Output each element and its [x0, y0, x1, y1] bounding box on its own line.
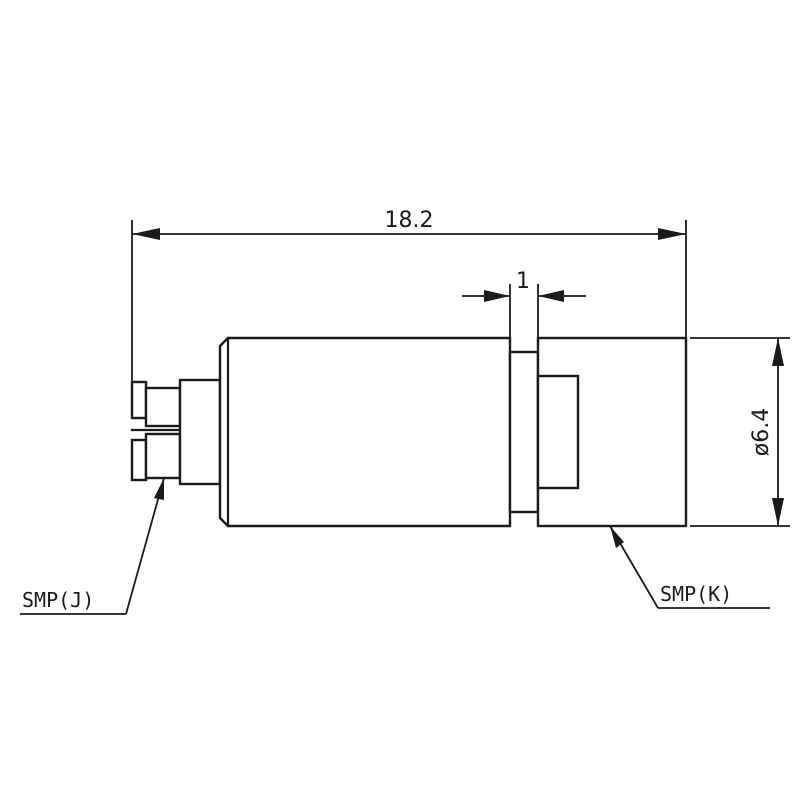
pin-top-flange — [130, 380, 148, 420]
groove — [508, 350, 540, 514]
leader-arrowhead-smp-k — [610, 526, 624, 548]
diameter-dimension: ø6.4 — [690, 337, 790, 527]
dimension-length-text: 18.2 — [385, 208, 434, 233]
arrowhead-gap-left — [484, 290, 510, 302]
arrowhead-diameter-bottom — [772, 498, 784, 526]
leader-arrowhead-smp-j — [154, 478, 164, 500]
arrowhead-gap-right — [538, 290, 564, 302]
arrowhead-diameter-top — [772, 338, 784, 366]
pin-top-neck — [144, 386, 182, 428]
right-inner-boss — [536, 374, 580, 490]
connector-body — [130, 336, 688, 528]
pin-bottom-neck — [144, 432, 182, 480]
gap-dimension: 1 — [462, 269, 586, 338]
label-smp-k: SMP(K) — [660, 582, 732, 606]
pin-bottom-flange — [130, 438, 148, 482]
dimension-gap-text: 1 — [516, 269, 530, 294]
main-cylinder — [218, 336, 512, 528]
dimension-diameter-text: ø6.4 — [749, 408, 774, 456]
label-smp-j: SMP(J) — [22, 588, 94, 612]
step-ring — [178, 378, 222, 486]
leader-smp-j: SMP(J) — [20, 477, 165, 615]
leader-smp-k: SMP(K) — [609, 525, 770, 609]
arrowhead-right — [658, 228, 686, 240]
leader-line-smp-j — [125, 477, 165, 615]
arrowhead-left — [132, 228, 160, 240]
overall-length-dimension: 18.2 — [131, 208, 687, 384]
